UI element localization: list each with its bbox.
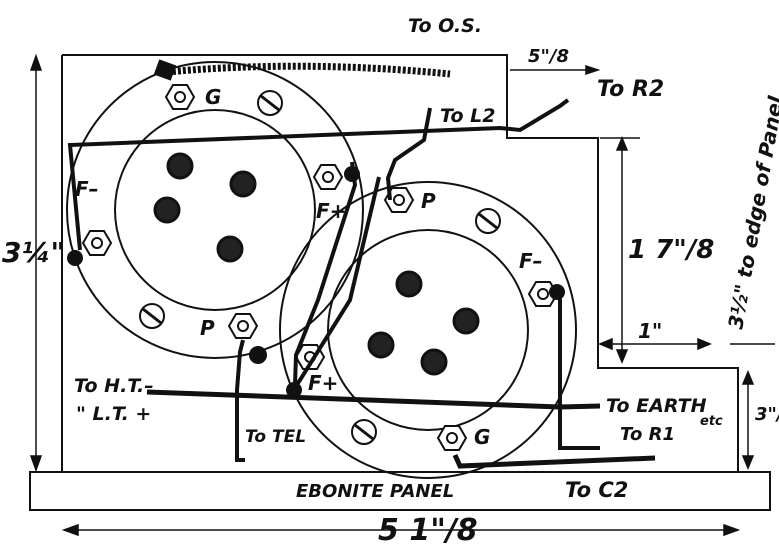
label-to-r1: To R1 (620, 424, 675, 445)
valve-pin (166, 152, 194, 180)
valve-pin (229, 170, 257, 198)
label-f-plus-right: F+ (308, 371, 338, 395)
baseboard-outline (61, 54, 739, 472)
dimensions (29, 53, 775, 537)
terminal-p-right (383, 187, 415, 213)
label-to-tel: To TEL (245, 427, 306, 447)
valve-pin (216, 235, 244, 263)
label-to-earth: To EARTH (606, 395, 707, 417)
fixing-screws (139, 90, 501, 445)
wire-to-l2 (385, 107, 432, 201)
terminal-f-minus-left (81, 230, 113, 256)
label-p-left: P (200, 316, 215, 340)
label-f-plus-left: F+ (316, 199, 346, 223)
label-five-eighths: 5"/8 (528, 46, 569, 67)
label-to-os: To O.S. (408, 15, 482, 37)
valve-holder-left (66, 61, 364, 359)
terminal-g-right (436, 425, 468, 451)
valve-pin (395, 270, 423, 298)
label-to-ht: To H.T.– (74, 375, 154, 397)
wire-r1 (556, 285, 600, 450)
label-g-left: G (205, 85, 221, 109)
wiring (67, 59, 656, 469)
wire-ht-lt (146, 389, 601, 410)
label-three-quarter-height: 3¼" (2, 236, 65, 269)
label-ebonite-panel: EBONITE PANEL (296, 481, 454, 502)
terminal-p-left (227, 313, 259, 339)
terminal-f-plus-left (312, 164, 344, 190)
screw (475, 208, 501, 234)
screw (139, 303, 165, 329)
labels: To O.S. To L2 To R2 5"/8 1 7"/8 3½" to e… (2, 15, 779, 547)
ebonite-panel (29, 471, 771, 511)
label-to-l2: To L2 (440, 105, 496, 127)
label-three-half-edge: 3½" to edge of Panel. (723, 87, 779, 331)
label-g-right: G (474, 425, 490, 449)
screw (257, 90, 283, 116)
terminal-g-left (164, 84, 196, 110)
valve-pin (420, 348, 448, 376)
label-to-lt: " L.T. + (76, 403, 151, 425)
wire-to-r2 (67, 98, 570, 251)
label-one-inch: 1" (638, 319, 662, 343)
label-to-r2: To R2 (597, 77, 664, 102)
label-to-c2: To C2 (565, 478, 628, 502)
terminals (81, 84, 559, 451)
label-etc: etc (700, 414, 723, 429)
label-f-minus-left: F– (75, 177, 99, 201)
valve-holder-right (279, 181, 577, 479)
valve-pin (153, 196, 181, 224)
wire-p-left (235, 339, 245, 462)
label-five-one-eighth: 5 1"/8 (378, 513, 478, 547)
wire-c2 (452, 453, 656, 469)
label-one-seven-eighths: 1 7"/8 (628, 235, 714, 265)
label-p-right: P (421, 189, 436, 213)
screw (351, 419, 377, 445)
valve-pin (452, 307, 480, 335)
label-three-quarters: 3"/4 (755, 404, 779, 425)
label-f-minus-right: F– (519, 249, 543, 273)
braided-lead (167, 62, 451, 78)
valve-pin (367, 331, 395, 359)
